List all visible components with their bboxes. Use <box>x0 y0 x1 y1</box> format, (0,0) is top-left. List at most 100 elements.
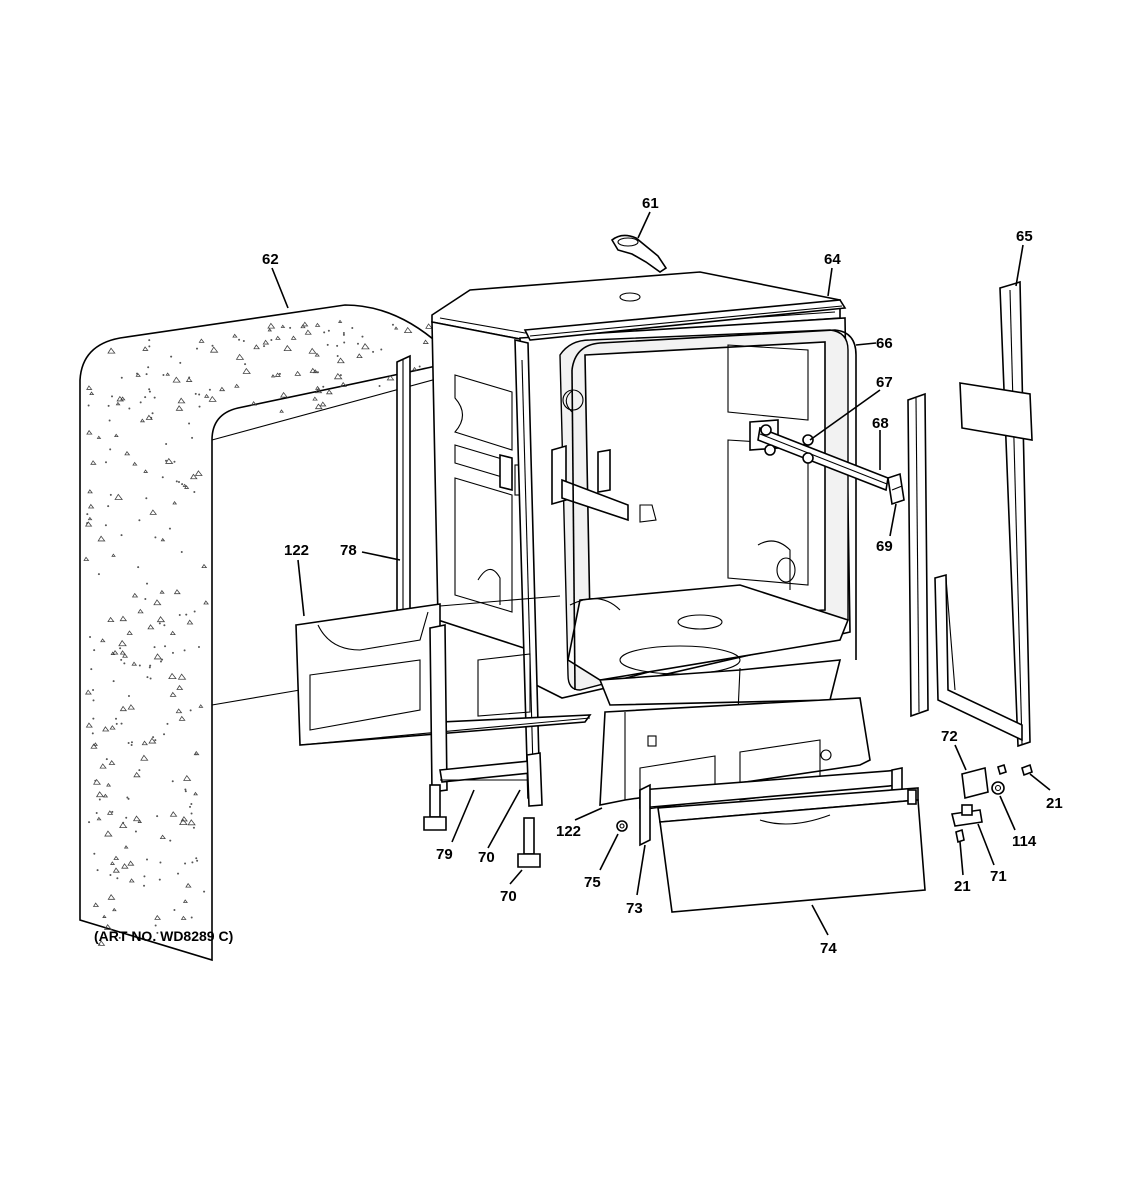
insulation-speckle <box>184 790 187 793</box>
insulation-speckle <box>152 736 155 739</box>
insulation-speckle <box>173 909 176 912</box>
insulation-speckle <box>263 345 266 348</box>
insulation-speckle <box>190 916 193 919</box>
insulation-speckle <box>106 810 114 815</box>
insulation-speckle <box>196 859 199 862</box>
insulation-speckle <box>146 858 149 861</box>
insulation-speckle <box>98 798 101 801</box>
insulation-speckle <box>232 333 238 338</box>
insulation-speckle <box>168 672 177 680</box>
insulation-speckle <box>316 371 319 374</box>
insulation-speckle <box>120 722 123 725</box>
insulation-speckle <box>140 754 149 761</box>
insulation-speckle <box>109 725 116 730</box>
insulation-speckle <box>107 505 110 508</box>
insulation-speckle <box>184 788 187 791</box>
insulation-speckle <box>86 429 93 435</box>
insulation-speckle <box>126 796 129 799</box>
callout-71: 71 <box>990 868 1007 885</box>
insulation-speckle <box>104 830 113 837</box>
insulation-speckle <box>99 763 107 769</box>
insulation-speckle <box>108 419 111 422</box>
callout-68: 68 <box>872 415 889 432</box>
insulation-speckle <box>339 374 342 377</box>
insulation-speckle <box>83 556 90 561</box>
callout-69: 69 <box>876 538 893 555</box>
leveling-leg-left-part <box>423 784 447 831</box>
insulation-speckle <box>165 372 171 376</box>
insulation-speckle <box>178 613 181 616</box>
insulation-speckle <box>160 537 166 542</box>
insulation-speckle <box>100 638 106 643</box>
insulation-speckle <box>270 338 273 341</box>
insulation-speckle <box>153 653 163 660</box>
insulation-speckle <box>198 405 201 408</box>
insulation-speckle <box>87 489 93 494</box>
insulation-speckle <box>102 726 110 732</box>
insulation-speckle <box>96 435 102 439</box>
insulation-speckle <box>182 483 188 487</box>
insulation-speckle <box>177 397 186 404</box>
insulation-speckle <box>115 717 118 720</box>
insulation-speckle <box>336 344 339 347</box>
insulation-speckle <box>93 742 98 746</box>
pin-part <box>997 763 1007 776</box>
callout-67: 67 <box>876 374 893 391</box>
insulation-speckle <box>86 513 89 516</box>
insulation-speckle <box>135 372 141 377</box>
insulation-speckle <box>149 509 158 515</box>
insulation-speckle <box>190 803 193 806</box>
callout-72: 72 <box>941 728 958 745</box>
insulation-speckle <box>115 401 121 406</box>
insulation-speckle <box>380 348 383 351</box>
insulation-speckle <box>327 329 330 332</box>
insulation-speckle <box>275 335 281 340</box>
insulation-speckle <box>109 873 112 876</box>
insulation-speckle <box>185 377 193 382</box>
insulation-speckle <box>127 704 136 710</box>
insulation-speckle <box>189 473 198 480</box>
insulation-speckle <box>154 924 157 927</box>
insulation-speckle <box>132 815 141 822</box>
insulation-speckle <box>188 422 191 425</box>
insulation-speckle <box>106 782 112 787</box>
callout-21-lower: 21 <box>954 878 971 895</box>
insulation-speckle <box>184 862 187 865</box>
insulation-speckle <box>279 409 285 413</box>
insulation-speckle <box>148 390 151 393</box>
insulation-speckle <box>319 401 327 407</box>
insulation-speckle <box>110 861 116 865</box>
insulation-speckle <box>159 834 166 840</box>
insulation-speckle <box>177 480 180 483</box>
callout-70-upper: 70 <box>478 849 495 866</box>
insulation-speckle <box>181 483 184 486</box>
insulation-speckle <box>147 624 155 630</box>
insulation-speckle <box>107 347 116 354</box>
insulation-speckle <box>283 344 292 352</box>
insulation-speckle <box>194 470 203 476</box>
insulation-speckle <box>104 461 107 464</box>
insulation-speckle <box>96 816 102 821</box>
insulation-speckle <box>85 689 92 695</box>
insulation-speckle <box>170 355 173 358</box>
insulation-speckle <box>182 899 188 903</box>
insulation-speckle <box>146 582 149 585</box>
insulation-speckle <box>301 321 309 327</box>
insulation-speckle <box>119 650 126 655</box>
insulation-speckle <box>314 387 323 394</box>
insulation-speckle <box>356 342 359 345</box>
insulation-speckle <box>127 860 135 866</box>
insulation-speckle <box>325 389 333 395</box>
insulation-speckle <box>343 341 346 344</box>
insulation-speckle <box>204 393 210 398</box>
art-number: (ART NO. WD8289 C) <box>94 928 233 944</box>
insulation-speckle <box>173 460 176 463</box>
insulation-speckle <box>91 732 94 735</box>
insulation-speckle <box>90 743 98 749</box>
insulation-speckle <box>171 780 174 783</box>
insulation-speckle <box>161 476 164 479</box>
insulation-speckle <box>192 826 195 829</box>
insulation-speckle <box>250 401 258 406</box>
insulation-speckle <box>242 367 251 374</box>
insulation-speckle <box>138 664 141 667</box>
